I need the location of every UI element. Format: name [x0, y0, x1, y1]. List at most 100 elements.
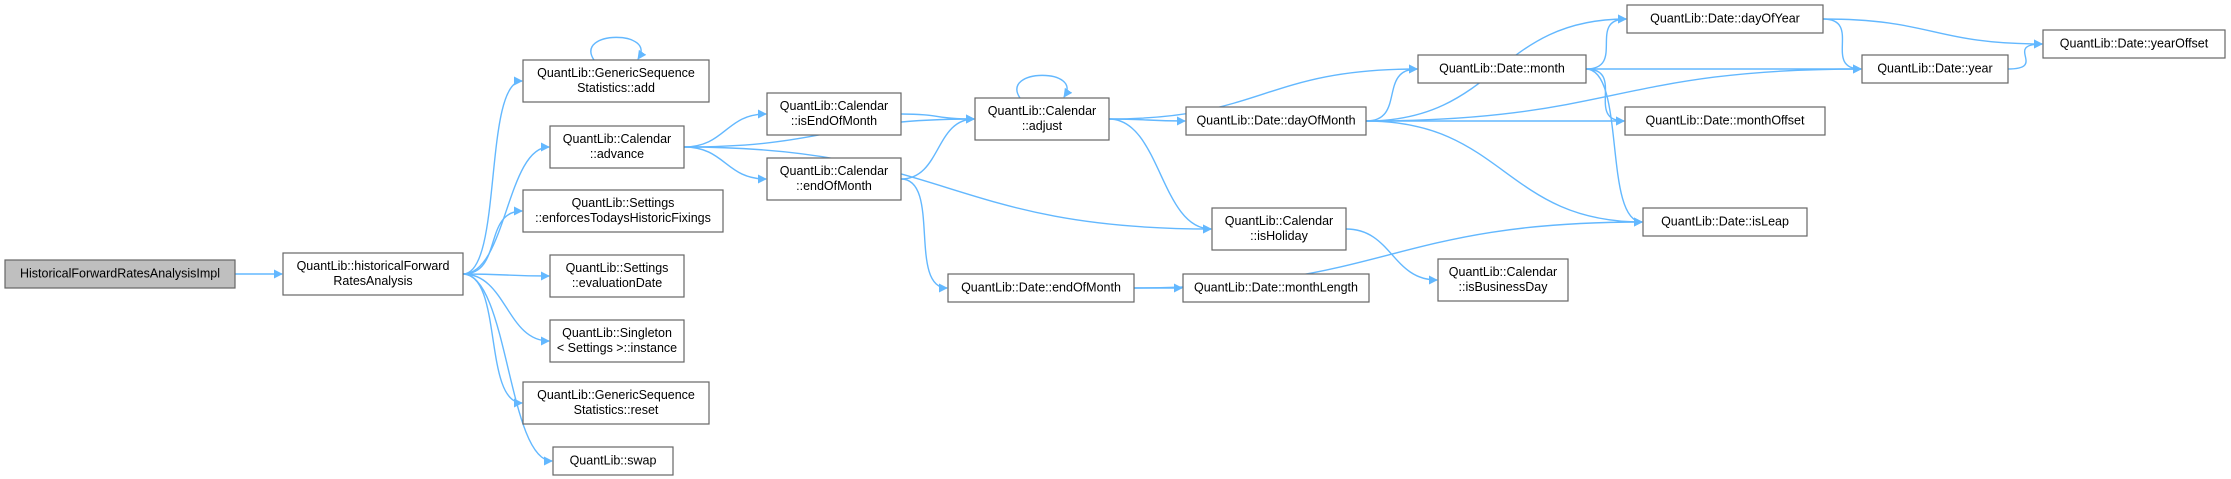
edge-line	[2007, 39, 2043, 70]
node-box	[766, 92, 902, 136]
edge-line	[462, 273, 550, 346]
node-box	[1624, 106, 1826, 136]
edge-line	[1585, 68, 1625, 126]
node-label: QuantLib::Date::isLeap	[1661, 214, 1789, 228]
node-n5[interactable]: QuantLib::Settings::evaluationDate	[549, 254, 685, 298]
node-label: QuantLib::Date::dayOfMonth	[1196, 113, 1355, 127]
edge-line	[1822, 18, 2043, 49]
node-label: QuantLib::Settings	[566, 261, 669, 275]
node-label: QuantLib::Date::dayOfYear	[1650, 11, 1800, 25]
node-label: < Settings >::instance	[557, 341, 677, 355]
node-label: QuantLib::Calendar	[988, 104, 1096, 118]
edge-n3-to-n10	[683, 146, 767, 184]
edge-n10-to-n11	[900, 114, 975, 180]
node-label: QuantLib::Calendar	[563, 132, 671, 146]
node-box	[1642, 207, 1808, 237]
node-label: QuantLib::Calendar	[1449, 265, 1557, 279]
edge-n16-to-n19	[1585, 68, 1625, 126]
node-label: ::adjust	[1022, 119, 1063, 133]
node-n16[interactable]: QuantLib::Date::month	[1417, 54, 1587, 84]
node-box	[549, 125, 685, 169]
node-box	[1626, 4, 1824, 34]
edge-line	[1016, 74, 1073, 99]
edge-n1-to-n5	[462, 271, 550, 281]
edge-line	[900, 113, 975, 124]
node-label: QuantLib::GenericSequence	[537, 66, 695, 80]
node-n20[interactable]: QuantLib::Date::isLeap	[1642, 207, 1808, 237]
node-n14[interactable]: QuantLib::Calendar::isHoliday	[1211, 207, 1347, 251]
node-label: QuantLib::Date::monthLength	[1194, 280, 1358, 294]
node-box	[947, 273, 1135, 303]
edge-n1-to-n6	[462, 273, 550, 346]
edge-line	[683, 146, 1212, 234]
node-n22[interactable]: QuantLib::Date::yearOffset	[2042, 29, 2226, 59]
node-box	[2042, 29, 2226, 59]
node-label: QuantLib::Calendar	[1225, 214, 1333, 228]
node-n7[interactable]: QuantLib::GenericSequenceStatistics::res…	[522, 381, 710, 425]
edge-n9-to-n11	[900, 113, 975, 124]
node-label: ::isEndOfMonth	[791, 114, 877, 128]
node-n19[interactable]: QuantLib::Date::monthOffset	[1624, 106, 1826, 136]
edge-line	[462, 76, 523, 275]
node-box	[766, 157, 902, 201]
edge-n11-to-n16	[1108, 64, 1418, 120]
node-label: QuantLib::Calendar	[780, 164, 888, 178]
node-box	[974, 97, 1110, 141]
edge-n11-to-n14	[1108, 118, 1212, 234]
edge-n3-to-n14	[683, 146, 1212, 234]
edge-n3-to-n9	[683, 109, 767, 148]
edge-n2-to-n2	[590, 36, 647, 61]
edge-line	[1365, 64, 1418, 122]
edge-n18-to-n22	[1822, 18, 2043, 49]
node-box	[1861, 54, 2009, 84]
node-n21[interactable]: QuantLib::Date::year	[1861, 54, 2009, 84]
node-label: QuantLib::GenericSequence	[537, 388, 695, 402]
edge-line	[1365, 120, 1643, 227]
node-label: QuantLib::Date::monthOffset	[1646, 113, 1805, 127]
node-box	[282, 252, 464, 296]
node-n15[interactable]: QuantLib::Date::monthLength	[1182, 273, 1370, 303]
node-label: ::advance	[590, 147, 644, 161]
node-label: ::enforcesTodaysHistoricFixings	[535, 211, 711, 225]
node-n0[interactable]: HistoricalForwardRatesAnalysisImpl	[4, 259, 236, 289]
node-label: QuantLib::Date::endOfMonth	[961, 280, 1121, 294]
node-n13[interactable]: QuantLib::Date::dayOfMonth	[1185, 106, 1367, 136]
node-n10[interactable]: QuantLib::Calendar::endOfMonth	[766, 157, 902, 201]
node-box	[522, 381, 710, 425]
edge-n13-to-n21	[1365, 64, 1862, 122]
edge-line	[1585, 14, 1627, 70]
node-label: HistoricalForwardRatesAnalysisImpl	[20, 266, 220, 280]
node-n17[interactable]: QuantLib::Calendar::isBusinessDay	[1437, 258, 1569, 302]
node-n18[interactable]: QuantLib::Date::dayOfYear	[1626, 4, 1824, 34]
node-label: ::isHoliday	[1250, 229, 1308, 243]
node-box	[522, 189, 724, 233]
edge-line	[1585, 68, 1643, 227]
edge-line	[1365, 64, 1862, 122]
node-n11[interactable]: QuantLib::Calendar::adjust	[974, 97, 1110, 141]
edge-line	[462, 273, 523, 408]
node-label: QuantLib::historicalForward	[297, 259, 450, 273]
edge-n1-to-n7	[462, 273, 523, 408]
edge-line	[1822, 18, 1862, 74]
edges-layer	[234, 14, 2043, 466]
node-n3[interactable]: QuantLib::Calendar::advance	[549, 125, 685, 169]
node-n6[interactable]: QuantLib::Singleton< Settings >::instanc…	[549, 319, 685, 363]
edge-line	[1108, 64, 1418, 120]
edge-n16-to-n18	[1585, 14, 1627, 70]
node-n4[interactable]: QuantLib::Settings::enforcesTodaysHistor…	[522, 189, 724, 233]
node-label: QuantLib::Date::yearOffset	[2060, 36, 2209, 50]
node-box	[522, 59, 710, 103]
node-label: QuantLib::Date::month	[1439, 61, 1565, 75]
edge-line	[462, 273, 553, 466]
node-n9[interactable]: QuantLib::Calendar::isEndOfMonth	[766, 92, 902, 136]
node-label: QuantLib::swap	[570, 453, 657, 467]
edge-n1-to-n4	[462, 206, 523, 275]
edge-n14-to-n17	[1345, 228, 1438, 285]
nodes-layer: HistoricalForwardRatesAnalysisImplQuantL…	[4, 4, 2226, 476]
node-label: Statistics::add	[577, 81, 655, 95]
node-n12[interactable]: QuantLib::Date::endOfMonth	[947, 273, 1135, 303]
node-n8[interactable]: QuantLib::swap	[552, 446, 674, 476]
